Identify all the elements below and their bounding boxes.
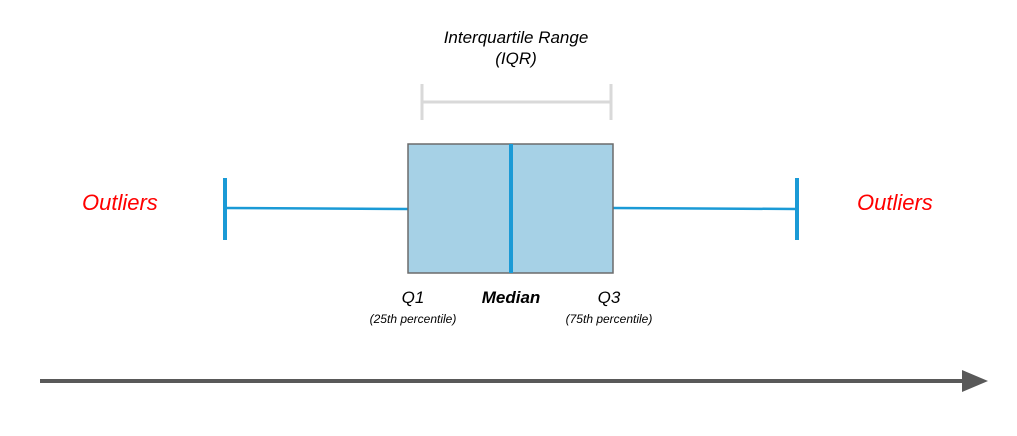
right-whisker-line — [612, 206, 798, 211]
q3-percentile-label: (75th percentile) — [565, 312, 653, 326]
q1-percentile-label: (25th percentile) — [369, 312, 457, 326]
iqr-abbreviation: (IQR) — [495, 49, 537, 68]
q3-label: Q3 — [597, 288, 621, 307]
iqr-title: Interquartile Range — [443, 28, 589, 47]
iqr-bracket — [420, 84, 613, 120]
axis-arrow — [40, 370, 988, 392]
outliers-left-label: Outliers — [82, 190, 158, 215]
left-whisker-line — [224, 206, 409, 211]
median-label: Median — [481, 288, 541, 307]
q1-label: Q1 — [401, 288, 425, 307]
axis-arrow-head — [962, 370, 988, 392]
outliers-right-label: Outliers — [857, 190, 933, 215]
